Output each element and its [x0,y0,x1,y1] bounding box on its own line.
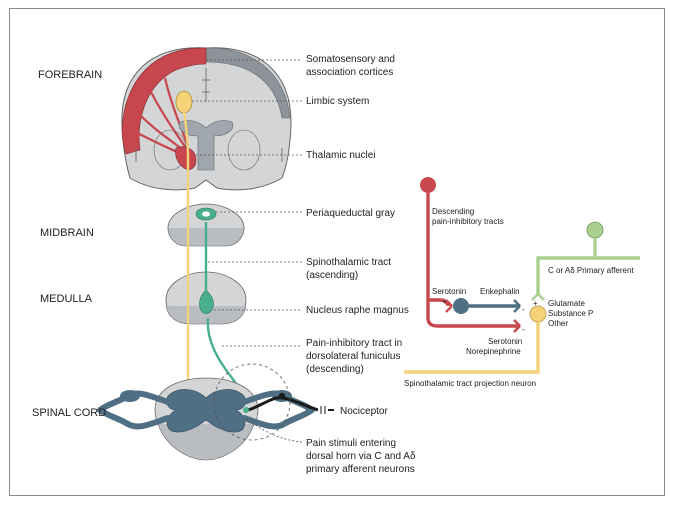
callout-limbic: Limbic system [306,96,369,107]
blue-terminal [513,299,521,313]
callout-pag: Periaqueductal gray [306,208,395,219]
enkephalin-interneuron [453,298,469,314]
svg-text:(descending): (descending) [306,364,364,375]
svg-text:Pain-inhibitory tract in: Pain-inhibitory tract in [306,338,402,349]
right-basal-ganglia [227,129,261,171]
svg-text:Norepinephrine: Norepinephrine [466,347,521,356]
magnifier-circle [213,363,291,441]
sign-plus-glutamate: + [533,299,538,308]
label-midbrain: MIDBRAIN [40,227,94,239]
callout-thalamic: Thalamic nuclei [306,150,375,161]
red-terminal-projection [513,319,521,333]
green-terminal [531,292,545,301]
svg-text:Serotonin: Serotonin [488,337,522,346]
primary-afferent-fiber [247,396,319,412]
svg-text:(ascending): (ascending) [306,270,358,281]
tract-to-limbic [182,109,190,157]
descending-neuron-soma [420,177,436,193]
projection-neuron-soma [529,305,547,323]
svg-text:Spinothalamic tract: Spinothalamic tract [306,257,391,268]
cerebral-aqueduct [202,211,210,217]
nucleus-raphe-magnus [199,289,214,314]
primary-afferent-soma [586,221,604,239]
label-forebrain: FOREBRAIN [38,69,102,81]
figure-frame [9,8,665,496]
spinal-cord-section [97,363,334,461]
red-terminal-interneuron [445,299,453,313]
svg-text:Substance P: Substance P [548,309,593,318]
somatosensory-cortex-red [121,47,207,155]
sign-plus-serotonin: + [442,297,447,306]
sign-minus-serotonin: - [522,325,525,334]
thalamocortical-fibers [131,77,190,158]
right-cortex [205,47,291,119]
label-descending-tracts: Descending pain-inhibitory tracts [432,207,504,226]
label-serotonin-norepinephrine: Serotonin Norepinephrine [466,337,522,356]
svg-text:primary afferent neurons: primary afferent neurons [306,464,415,475]
label-enkephalin: Enkephalin [480,287,520,296]
label-projection-neuron: Spinothalamic tract projection neuron [404,379,536,388]
label-serotonin-top: Serotonin [432,287,466,296]
sign-minus-enkephalin: - [522,305,525,314]
svg-text:association cortices: association cortices [306,67,393,78]
medulla-section [165,271,247,325]
svg-text:Pain stimuli entering: Pain stimuli entering [306,438,396,449]
label-spinal-cord: SPINAL CORD [32,407,106,419]
spinal-cord-lower [157,423,255,461]
svg-text:Descending: Descending [432,207,474,216]
limbic-system [175,90,193,114]
synapse-point [243,407,249,413]
synapse-inset: + - - + Descending pain-inhibitory tract… [404,177,640,388]
label-transmitters: Glutamate Substance P Other [548,299,593,328]
medulla-base [165,305,247,325]
label-primary-afferent: C or Aδ Primary afferent [548,266,634,275]
callout-somatosensory: Somatosensory and association cortices [306,54,395,78]
forebrain-section [121,47,292,191]
leader-pain-stimuli [245,417,303,443]
callout-nociceptor: Nociceptor [340,406,388,417]
svg-text:Somatosensory and: Somatosensory and [306,54,395,65]
ventricles [178,120,234,171]
svg-text:dorsal horn via C and Aδ: dorsal horn via C and Aδ [306,451,416,462]
projection-neuron-axon [404,322,540,374]
callout-pain-stimuli: Pain stimuli entering dorsal horn via C … [306,438,416,475]
callout-raphe: Nucleus raphe magnus [306,305,409,316]
forebrain-outline [121,47,292,191]
callout-pain-inhibitory: Pain-inhibitory tract in dorsolateral fu… [306,338,402,375]
nociceptor-marks [320,406,326,414]
primary-afferent-axon [536,238,640,294]
label-medulla: MEDULLA [40,293,93,305]
svg-text:pain-inhibitory tracts: pain-inhibitory tracts [432,217,504,226]
svg-text:Other: Other [548,319,568,328]
svg-text:Glutamate: Glutamate [548,299,585,308]
afferent-cell-body [278,392,286,400]
thalamic-nucleus [175,146,197,170]
callout-spinothalamic: Spinothalamic tract (ascending) [306,257,391,281]
svg-text:dorsolateral funiculus: dorsolateral funiculus [306,351,401,362]
midline-marks [202,68,210,102]
left-dorsal-root-ganglion [120,390,140,402]
descending-axon [426,193,520,328]
